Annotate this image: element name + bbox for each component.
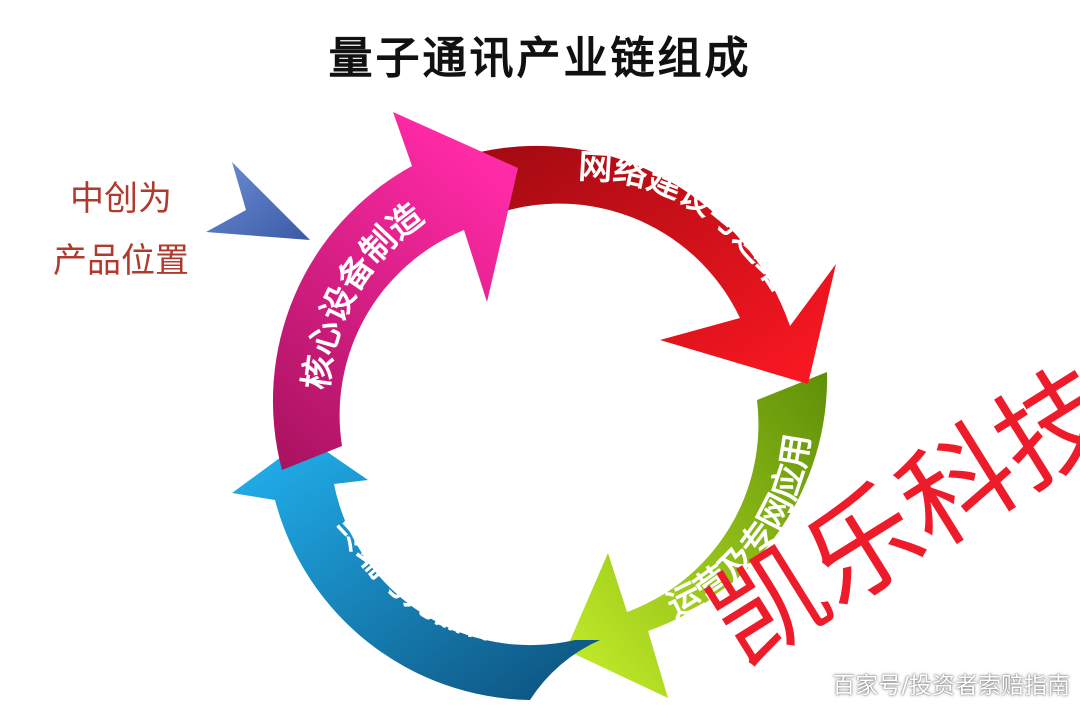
arrow-pointer-icon [206,162,310,240]
segment-terminal-arrow [232,438,600,700]
segment-network-arrow [480,145,836,384]
footer-source: 百家号/投资者索赔指南 [832,673,1070,699]
product-position-line2: 产品位置 [53,241,189,281]
segment-core-equipment-arrow [272,112,518,470]
segment-operations-arrow [566,372,828,698]
page-title: 量子通讯产业链组成 [328,33,752,84]
product-position-line1: 中创为 [70,179,172,219]
product-position-label: 中创为 产品位置 [36,168,206,292]
